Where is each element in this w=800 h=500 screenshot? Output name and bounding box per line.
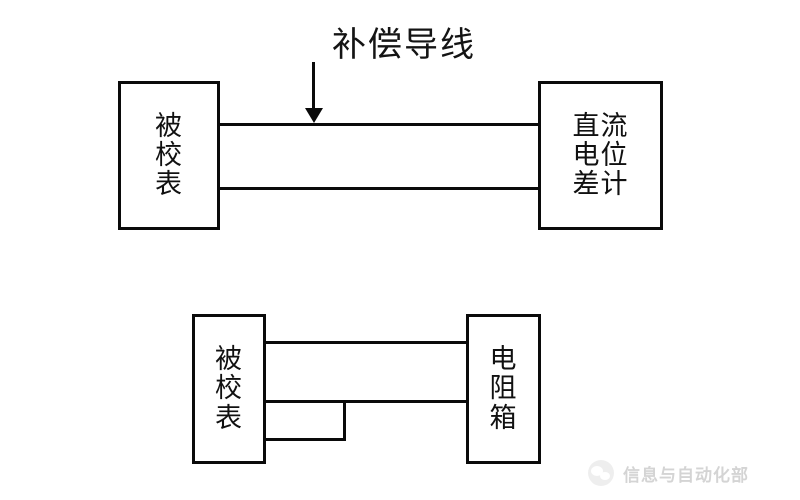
top-right-box-line-3: 差计 <box>572 169 629 201</box>
wechat-logo-icon <box>588 460 614 486</box>
top-figure-right-box: 直流 电位 差计 <box>538 81 663 230</box>
bottom-left-box-char-3: 表 <box>215 402 243 434</box>
bottom-left-box-char-2: 校 <box>215 373 243 405</box>
annotation-arrow-head-icon <box>305 108 323 123</box>
watermark-text: 信息与自动化部 <box>623 465 749 486</box>
bottom-right-box-char-1: 电 <box>489 344 518 376</box>
top-figure-wire-2 <box>215 187 542 190</box>
watermark: 信息与自动化部 <box>588 460 749 486</box>
top-left-box-char-1: 被 <box>155 110 183 142</box>
bottom-figure-short-bridge <box>343 400 346 441</box>
top-figure-left-box: 被 校 表 <box>118 81 220 230</box>
bottom-left-box-char-1: 被 <box>215 344 243 376</box>
top-right-box-line-2: 电位 <box>572 139 629 171</box>
top-figure-wire-1 <box>215 123 542 126</box>
bottom-right-box-char-3: 箱 <box>489 402 518 434</box>
bottom-right-box-char-2: 阻 <box>489 373 518 405</box>
bottom-figure-left-box: 被 校 表 <box>192 314 266 464</box>
annotation-arrow-shaft <box>312 62 315 110</box>
top-left-box-char-3: 表 <box>155 169 183 201</box>
bottom-figure-wire-1 <box>262 341 470 344</box>
compensating-wire-label: 补偿导线 <box>332 25 476 65</box>
bottom-figure-wire-2 <box>262 400 470 403</box>
bottom-figure-wire-3 <box>262 438 346 441</box>
top-left-box-char-2: 校 <box>155 139 183 171</box>
top-right-box-line-1: 直流 <box>572 110 629 142</box>
bottom-figure-right-box: 电 阻 箱 <box>466 314 541 464</box>
